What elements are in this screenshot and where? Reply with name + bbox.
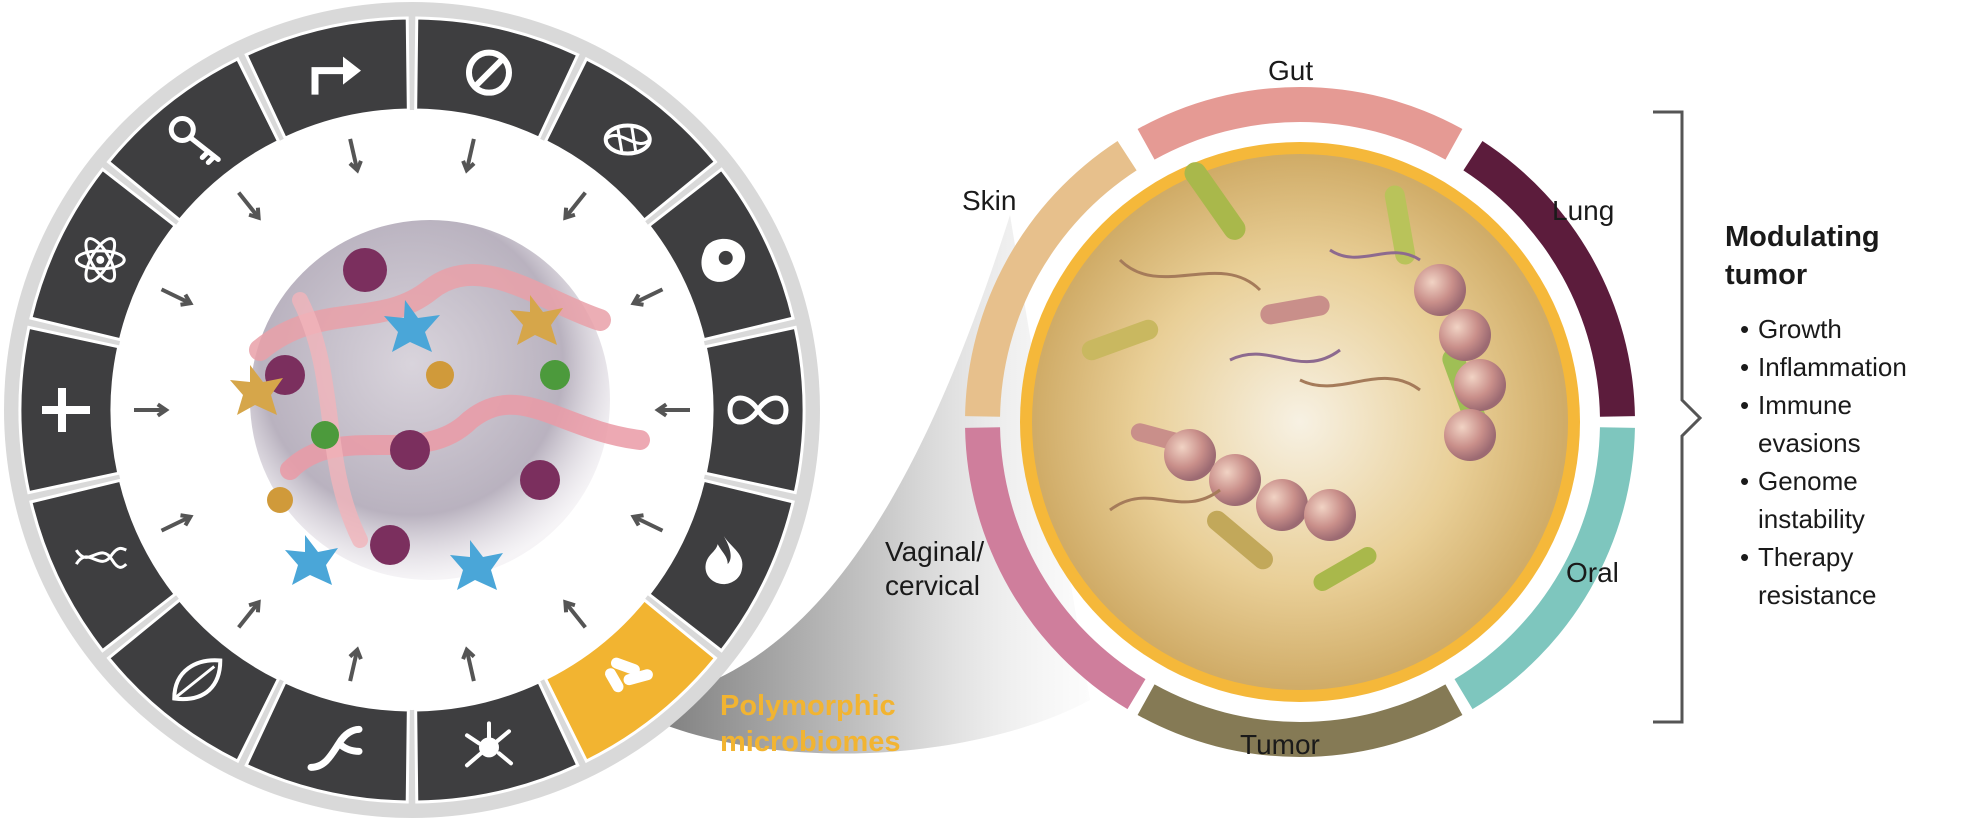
dendritic-cell (450, 540, 503, 590)
rod-bacterium (1313, 547, 1377, 591)
key-icon (168, 115, 221, 165)
inward-arrow (237, 191, 261, 221)
effect-item: Immune evasions (1740, 386, 1978, 462)
bracket (1653, 110, 1703, 724)
neuron-icon (464, 721, 513, 768)
dna-icon (74, 546, 128, 569)
rod-bacterium (1184, 162, 1246, 240)
rod-bacterium (1260, 295, 1330, 325)
fibroblast-cell (510, 295, 563, 345)
region-arc (965, 141, 1137, 417)
callout-wedge (620, 215, 1090, 754)
rod-bacterium (1081, 319, 1159, 361)
dagger-icon (42, 388, 90, 432)
coccus-chain (1414, 264, 1466, 316)
coccus-chain (1454, 359, 1506, 411)
inward-arrow (630, 513, 664, 533)
coccus-chain (1444, 409, 1496, 461)
microbiome-wheel (965, 86, 1635, 758)
infinity-icon (727, 395, 789, 425)
region-label-oral: Oral (1566, 557, 1619, 588)
coccus-chain (1209, 454, 1261, 506)
immune-cell (390, 430, 430, 470)
arrow-icon (311, 56, 362, 95)
region-label-lung: Lung (1552, 195, 1615, 226)
inward-arrow (563, 191, 587, 221)
dendritic-cell (285, 535, 338, 585)
tumor-illustration (230, 220, 650, 590)
cell-icon (701, 238, 746, 282)
microbes (1081, 162, 1506, 591)
fibroblast-cell (230, 365, 283, 415)
inward-arrow (563, 599, 587, 629)
chromosome-icon (603, 123, 652, 156)
immune-cell (370, 525, 410, 565)
coccus-chain (1439, 309, 1491, 361)
bacteria-icon (605, 657, 653, 693)
coccus-chain (1304, 489, 1356, 541)
immune-cell (520, 460, 560, 500)
flame-icon (705, 536, 743, 585)
inward-arrow (654, 402, 690, 418)
effects-list: Growth Inflammation Immune evasions Geno… (1740, 310, 1978, 614)
region-label-gut: Gut (1268, 55, 1314, 86)
filament (1109, 258, 1421, 512)
inward-arrow (348, 138, 363, 174)
tumor-mass (250, 220, 610, 580)
leaf-icon (172, 658, 223, 702)
stromal-cell (540, 360, 570, 390)
stromal-cell (311, 421, 339, 449)
rod-bacterium (1384, 185, 1416, 265)
inward-arrow (160, 287, 194, 307)
inward-arrow (461, 646, 476, 682)
rod-bacterium (1207, 510, 1273, 570)
region-arc (1454, 427, 1635, 710)
tumor-vessel (292, 292, 368, 548)
region-arc (1463, 141, 1635, 417)
effect-item: Growth (1740, 310, 1978, 348)
region-label-tumor: Tumor (1240, 729, 1320, 760)
panel-title: Modulating tumor (1725, 221, 1880, 291)
inward-arrow (134, 402, 170, 418)
effect-item: Therapy resistance (1740, 538, 1978, 614)
tumor-vessel (280, 394, 650, 480)
region-label-vaginal-cervical: Vaginal/ cervical (885, 536, 985, 601)
dendritic-cell (384, 300, 440, 352)
inward-arrow (160, 513, 194, 533)
region-arc (1137, 86, 1463, 160)
region-label-skin: Skin (962, 185, 1017, 216)
immune-cell (343, 248, 387, 292)
vessel-icon (307, 725, 363, 771)
filament (1229, 248, 1421, 364)
prohibited-icon (465, 49, 512, 96)
stromal-cell (426, 361, 454, 389)
effect-item: Genome instability (1740, 462, 1978, 538)
hallmark-segment (703, 325, 806, 495)
callout-label: Polymorphic microbiomes (720, 690, 901, 758)
coccus-chain (1256, 479, 1308, 531)
inward-arrow (630, 287, 664, 307)
region-arc (965, 427, 1146, 710)
region-arc (1137, 684, 1463, 758)
inward-arrow (461, 138, 476, 174)
coccus-chain (1164, 429, 1216, 481)
stromal-cell (267, 487, 293, 513)
atom-icon (74, 237, 126, 283)
effect-item: Inflammation (1740, 348, 1978, 386)
inward-arrow (348, 646, 363, 682)
inward-arrow (237, 599, 261, 629)
